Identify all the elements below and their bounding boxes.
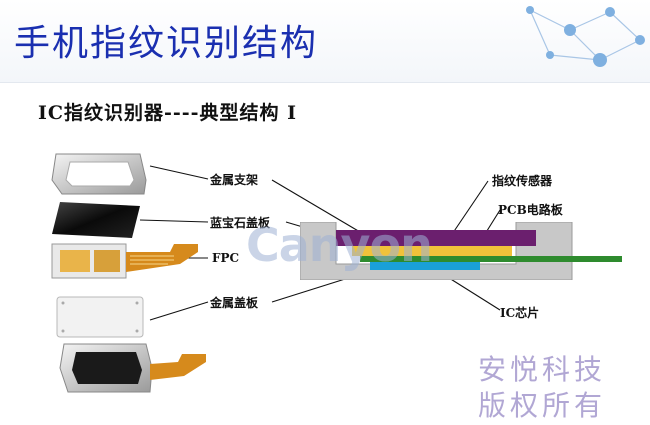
copyright-line-2: 版权所有 xyxy=(478,389,607,422)
metal-bracket-image xyxy=(51,153,147,195)
label-metal-cover: 金属盖板 xyxy=(210,296,259,310)
label-sapphire-cover: 蓝宝石盖板 xyxy=(210,216,271,230)
cross-section-diagram xyxy=(300,222,622,280)
sapphire-layer xyxy=(336,230,536,246)
fpc-image xyxy=(51,243,198,279)
ic-chip-layer xyxy=(370,262,480,270)
fingerprint-sensor-layer xyxy=(352,246,512,256)
pcb-layer xyxy=(360,256,622,262)
watermark-text: Canyon xyxy=(246,218,433,272)
label-fpc: FPC xyxy=(212,251,240,265)
page-title: 手机指纹识别结构 xyxy=(14,23,319,64)
sapphire-cover-image xyxy=(52,202,140,238)
network-graphic xyxy=(526,6,645,67)
label-metal-bracket: 金属支架 xyxy=(210,173,259,187)
header-banner: 手机指纹识别结构 xyxy=(0,0,650,83)
copyright-line-1: 安悦科技 xyxy=(478,353,607,386)
assembled-module-image xyxy=(59,343,206,393)
label-ic-chip: IC芯片 xyxy=(500,306,540,320)
label-fingerprint-sensor: 指纹传感器 xyxy=(492,174,553,188)
label-pcb-board: PCB电路板 xyxy=(498,203,563,217)
diagram-subtitle: IC指纹识别器----典型结构 I xyxy=(38,102,298,124)
metal-cover-image xyxy=(56,296,144,338)
